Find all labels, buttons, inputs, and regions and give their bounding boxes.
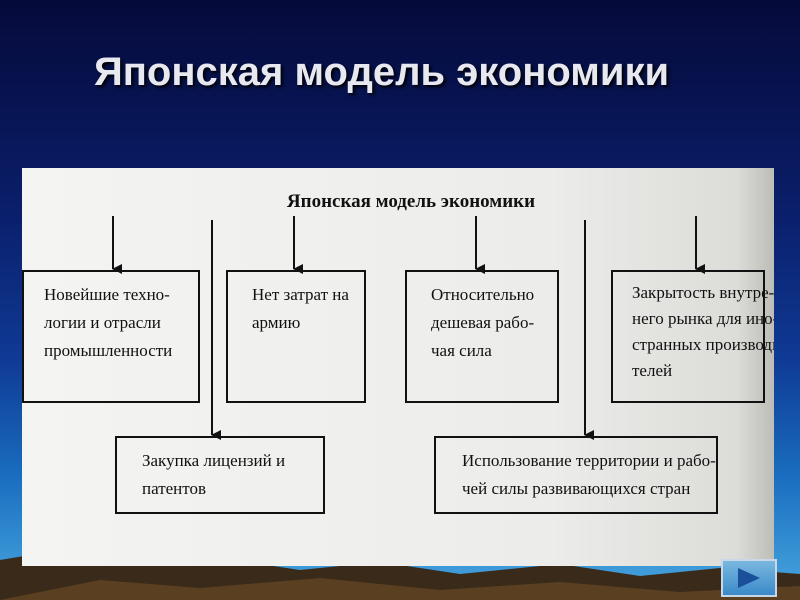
box-no-army-costs	[226, 270, 366, 403]
diagram-header: Японская модель экономики	[287, 191, 535, 212]
box-licenses	[115, 436, 325, 514]
play-right-arrow-icon	[738, 568, 760, 588]
box-cheap-labor	[405, 270, 559, 403]
box-technologies-text: Новейшие техно- логии и отрасли промышле…	[44, 285, 174, 360]
box-technologies	[22, 270, 200, 403]
slide-title: Японская модель экономики	[94, 50, 670, 94]
box-cheap-labor-text: Относительно дешевая рабо- чая сила	[431, 285, 538, 360]
next-slide-button[interactable]	[721, 559, 777, 597]
box-no-army-costs-text: Нет затрат на армию	[252, 285, 353, 332]
box-closed-market	[611, 270, 765, 403]
box-licenses-text: Закупка лицензий и патентов	[142, 451, 289, 498]
box-developing-countries-text: Использование территории и рабо- чей сил…	[462, 451, 720, 498]
box-developing-countries	[434, 436, 718, 514]
diagram-panel: Японская модель экономики Новейшие техно…	[22, 168, 774, 566]
diagram-svg: Японская модель экономики Новейшие техно…	[22, 191, 774, 514]
box-closed-market-text: Закрытость внутре- него рынка для ино- с…	[632, 283, 774, 380]
